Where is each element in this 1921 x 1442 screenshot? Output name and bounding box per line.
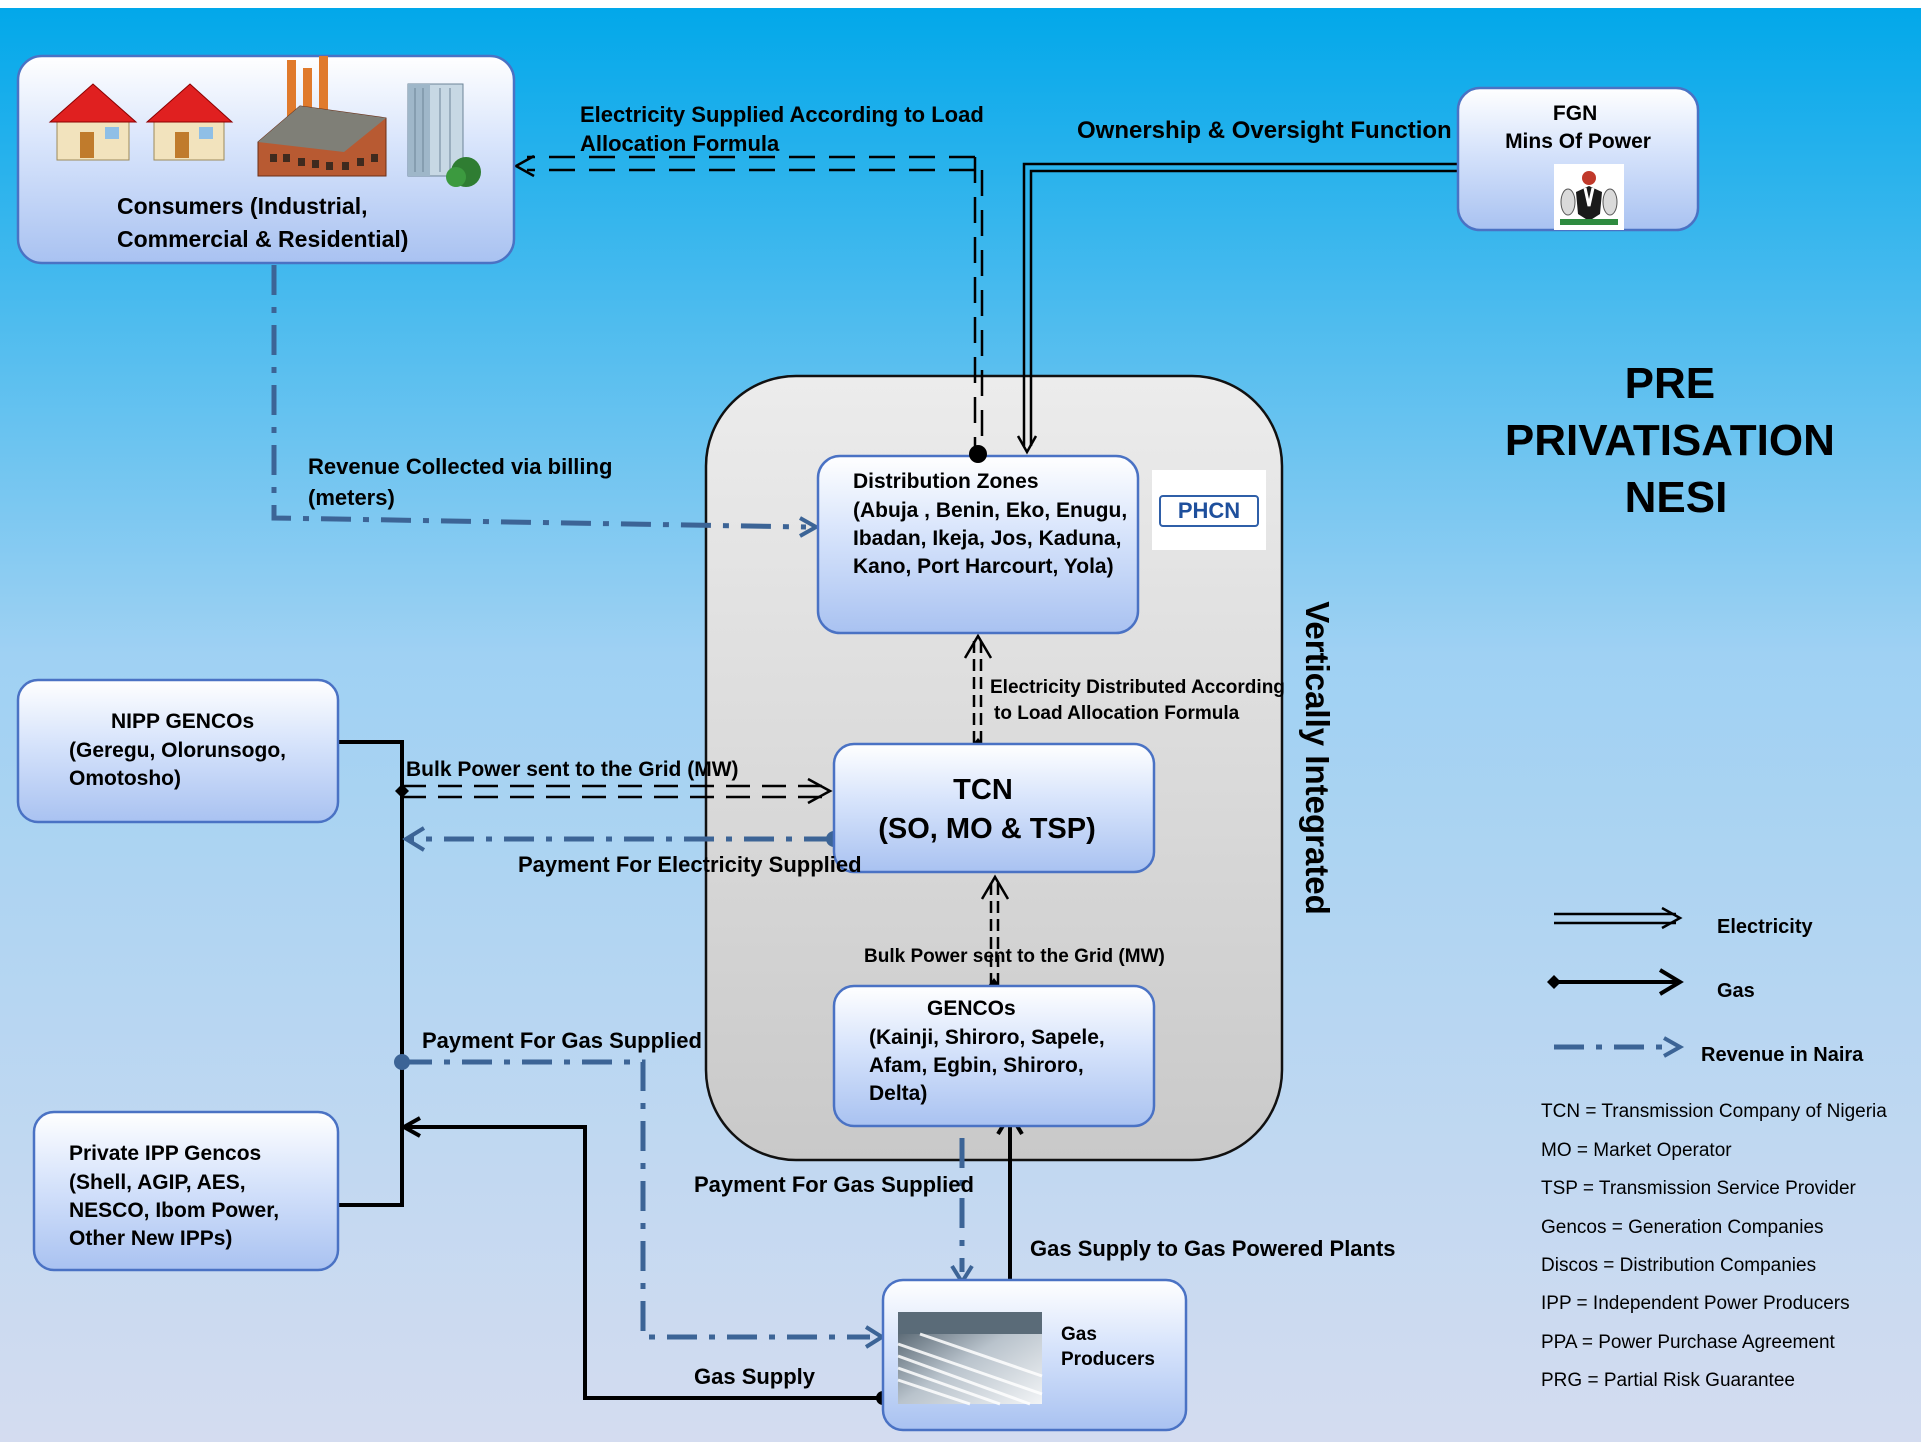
nipp-label-line: Omotosho): [69, 767, 181, 790]
svg-text:Gas Producers: Gas Producers: [1061, 1324, 1155, 1370]
fgn-label-line: FGN: [1553, 102, 1597, 125]
electricity-supplied-label: Allocation Formula: [580, 131, 780, 156]
electricity-distributed-label: to Load Allocation Formula: [994, 703, 1240, 724]
electricity-distributed-label: Electricity Distributed According: [990, 677, 1285, 698]
consumers-label-line: Commercial & Residential): [117, 226, 408, 252]
ipp-label-line: NESCO, Ibom Power,: [69, 1199, 279, 1222]
gas-supply-label: Gas Supply: [694, 1364, 816, 1389]
svg-text:Electricity Distributed Accord: Electricity Distributed According to Loa…: [990, 677, 1290, 724]
tcn-label-line: (SO, MO & TSP): [878, 813, 1096, 845]
phcn-logo: PHCN: [1152, 470, 1266, 550]
nipp-gencos-box: NIPP GENCOs (Geregu, Olorunsogo, Omotosh…: [16, 678, 340, 824]
ipp-label-line: Private IPP Gencos: [69, 1142, 261, 1165]
svg-text:FGN Mins Of Power: FGN Mins Of Power: [1505, 102, 1651, 153]
gas-supply-line: [404, 1125, 883, 1400]
legend-revenue-symbol: [1554, 1036, 1685, 1058]
abbreviation-item: Gencos = Generation Companies: [1541, 1217, 1824, 1238]
coat-of-arms-icon: [1554, 164, 1624, 230]
electricity-supplied-label: Electricity Supplied According to Load: [580, 102, 984, 127]
revenue-billing-label: Revenue Collected via billing: [308, 454, 612, 479]
revenue-billing-line: [271, 265, 807, 530]
legend-gas-symbol: [1547, 968, 1684, 996]
svg-text:Revenue Collected via billing: Revenue Collected via billing (meters): [308, 454, 619, 510]
legend-revenue-label: Revenue in Naira: [1701, 1044, 1864, 1066]
arrowhead-consumers: [513, 154, 535, 178]
title-line: PRIVATISATION: [1505, 416, 1835, 465]
legend-gas-label: Gas: [1717, 980, 1755, 1002]
ownership-line: [1022, 162, 1458, 446]
tcn-box: TCN (SO, MO & TSP): [832, 742, 1156, 874]
distribution-connector-dot: [969, 445, 987, 463]
bulk-power-bottom-label: Bulk Power sent to the Grid (MW): [864, 946, 1165, 967]
house-icon: [48, 83, 138, 161]
legend-electricity-symbol: [1554, 906, 1683, 930]
vertically-integrated-label: Vertically Integrated: [1299, 601, 1336, 915]
distribution-label-line: Kano, Port Harcourt, Yola): [853, 555, 1114, 578]
consumers-label-line: Consumers (Industrial,: [117, 193, 367, 219]
abbreviation-item: Discos = Distribution Companies: [1541, 1255, 1816, 1276]
connection-lines: [271, 154, 1458, 1405]
abbreviation-item: PRG = Partial Risk Guarantee: [1541, 1370, 1795, 1391]
payment-gas-center-label: Payment For Gas Supplied: [694, 1172, 974, 1197]
tcn-label-line: TCN: [953, 774, 1013, 806]
distribution-zones-box: Distribution Zones (Abuja , Benin, Eko, …: [816, 454, 1140, 635]
bulk-power-top-label: Bulk Power sent to the Grid (MW): [406, 758, 739, 781]
legend-electricity-label: Electricity: [1717, 916, 1813, 938]
gas-producers-box: Gas Producers: [881, 1278, 1188, 1432]
svg-text:Private IPP Gencos (Shel: Private IPP Gencos (Shell, AGIP, AES, NE…: [69, 1142, 285, 1250]
phcn-logo-text: PHCN: [1178, 498, 1240, 523]
title-line: NESI: [1625, 473, 1728, 522]
gas-producers-label-line: Producers: [1061, 1349, 1155, 1370]
fgn-box: FGN Mins Of Power: [1456, 86, 1700, 232]
svg-text:Electricity Supplied According: Electricity Supplied According to Load A…: [580, 102, 990, 156]
gas-producers-label-line: Gas: [1061, 1324, 1097, 1345]
gas-supply-plants-label: Gas Supply to Gas Powered Plants: [1030, 1236, 1396, 1261]
ownership-label: Ownership & Oversight Function: [1077, 117, 1452, 144]
factory-icon: [257, 56, 387, 177]
abbreviation-item: MO = Market Operator: [1541, 1140, 1732, 1161]
private-ipp-box: Private IPP Gencos (Shell, AGIP, AES, NE…: [32, 1110, 340, 1272]
fgn-label-line: Mins Of Power: [1505, 130, 1651, 153]
gencos-label-line: Delta): [869, 1082, 927, 1105]
gencos-label-line: Afam, Egbin, Shiroro,: [869, 1054, 1084, 1077]
gencos-box: GENCOs (Kainji, Shiroro, Sapele, Afam, E…: [832, 984, 1156, 1128]
payment-gas-left-line: [402, 1059, 870, 1340]
abbreviation-item: PPA = Power Purchase Agreement: [1541, 1332, 1836, 1353]
office-building-icon: [407, 83, 481, 187]
nipp-label-line: NIPP GENCOs: [111, 710, 254, 733]
house-icon: [145, 83, 234, 161]
abbreviation-item: IPP = Independent Power Producers: [1541, 1293, 1850, 1314]
ipp-label-line: (Shell, AGIP, AES,: [69, 1171, 246, 1194]
revenue-billing-label: (meters): [308, 485, 395, 510]
svg-text:NIPP GENCOs (Geregu, Olo: NIPP GENCOs (Geregu, Olorunsogo, Omotosh…: [69, 710, 292, 790]
svg-text:Consumers (Industrial, C: Consumers (Industrial, Commercial & Resi…: [117, 193, 408, 252]
consumers-box: Consumers (Industrial, Commercial & Resi…: [16, 54, 516, 265]
ipp-bus-line: [338, 740, 404, 1207]
gencos-label-line: GENCOs: [927, 997, 1016, 1020]
payment-gas-left-label: Payment For Gas Supplied: [422, 1028, 702, 1053]
abbreviation-item: TCN = Transmission Company of Nigeria: [1541, 1101, 1887, 1122]
electricity-to-consumers-line: [527, 155, 975, 172]
distribution-label-line: (Abuja , Benin, Eko, Enugu,: [853, 499, 1127, 522]
svg-text:Distribution Zones (Abuj: Distribution Zones (Abuja , Benin, Eko, …: [853, 470, 1133, 578]
abbreviations: TCN = Transmission Company of Nigeria MO…: [1541, 1101, 1887, 1391]
nipp-label-line: (Geregu, Olorunsogo,: [69, 739, 286, 762]
distribution-label-line: Distribution Zones: [853, 470, 1039, 493]
abbreviation-item: TSP = Transmission Service Provider: [1541, 1178, 1857, 1199]
legend: Electricity Gas Revenue in Naira: [1547, 906, 1864, 1066]
svg-text:GENCOs (Kainji, Shiroro,: GENCOs (Kainji, Shiroro, Sapele, Afam, E…: [869, 997, 1111, 1105]
gencos-label-line: (Kainji, Shiroro, Sapele,: [869, 1026, 1105, 1049]
svg-text:TCN (SO, MO & TSP): TCN (SO, MO & TSP): [878, 774, 1096, 845]
ipp-label-line: Other New IPPs): [69, 1227, 232, 1250]
gas-pipeline-photo: [897, 1312, 1043, 1406]
distribution-label-line: Ibadan, Ikeja, Jos, Kaduna,: [853, 527, 1121, 550]
payment-electricity-label: Payment For Electricity Supplied: [518, 852, 862, 877]
svg-text:PRE PRIVATISATION NESI: PRE PRIVATISATION NESI: [1505, 359, 1847, 522]
title-line: PRE: [1625, 359, 1715, 408]
